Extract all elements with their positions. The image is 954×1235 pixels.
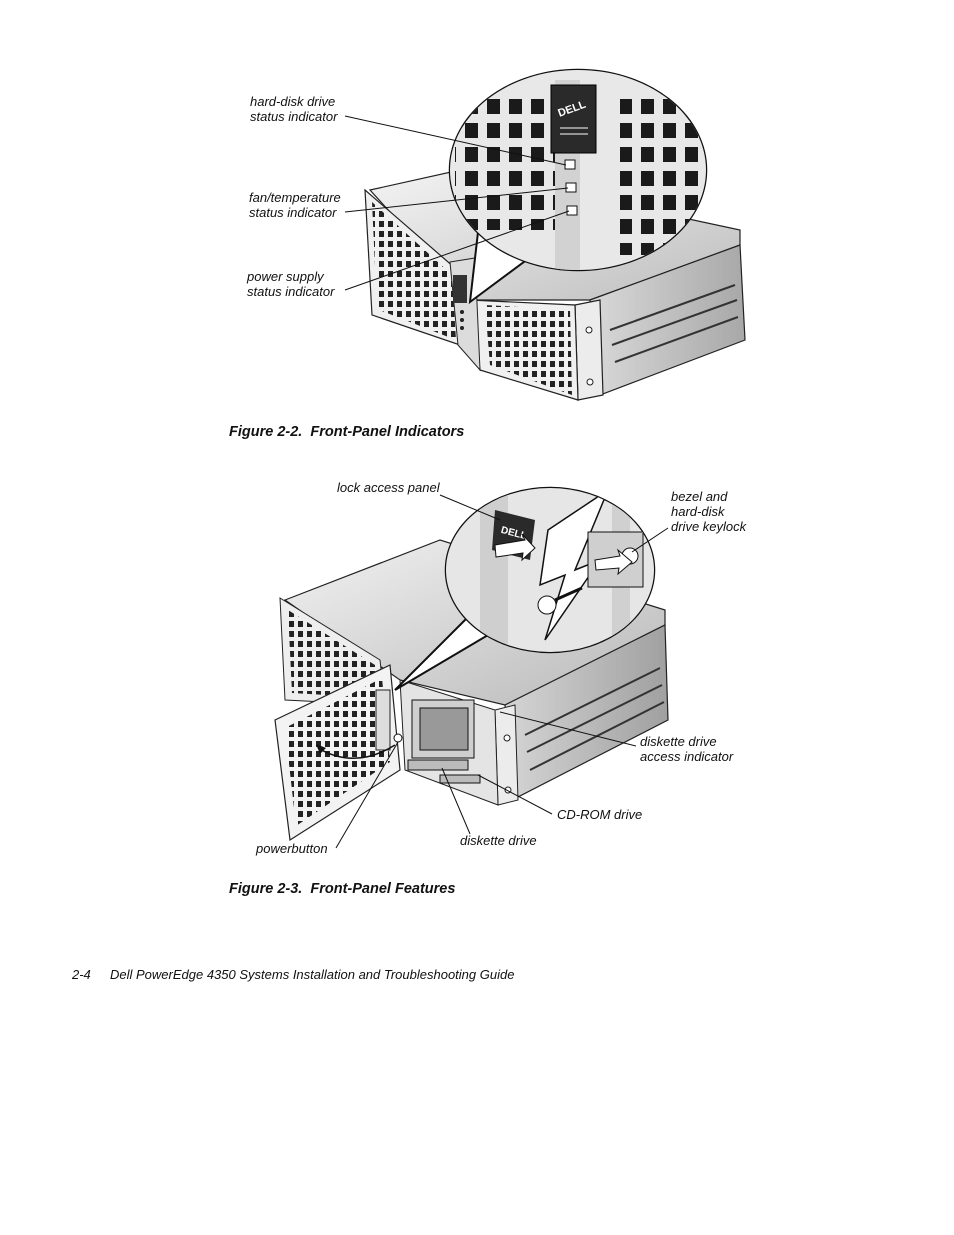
callout-hard-disk-status-indicator: hard-disk drive status indicator — [250, 94, 338, 124]
figure-2-2-caption: Figure 2-2. Front-Panel Indicators — [229, 424, 465, 440]
callout-diskette-drive-access-indicator: diskette drive access indicator — [640, 734, 734, 764]
callout-power-supply-status-indicator: power supply status indicator — [247, 269, 335, 299]
callout-diskette-drive: diskette drive — [460, 833, 537, 848]
figure-2-3-caption: Figure 2-3. Front-Panel Features — [229, 881, 456, 897]
figure-2-2-illustration: DELL — [240, 60, 760, 410]
callout-fan-temperature-status-indicator: fan/temperature status indicator — [249, 190, 341, 220]
callout-lock-access-panel: lock access panel — [337, 480, 440, 495]
callout-bezel-and-keylock: bezel and hard-disk drive keylock — [671, 489, 747, 534]
callout-power-button: powerbutton — [256, 841, 328, 856]
figure-2-3-illustration: DELL — [260, 478, 680, 868]
callout-cd-rom-drive: CD-ROM drive — [557, 807, 643, 822]
footer-page-number: 2-4 — [72, 967, 91, 982]
footer-document-title: Dell PowerEdge 4350 Systems Installation… — [110, 967, 515, 982]
